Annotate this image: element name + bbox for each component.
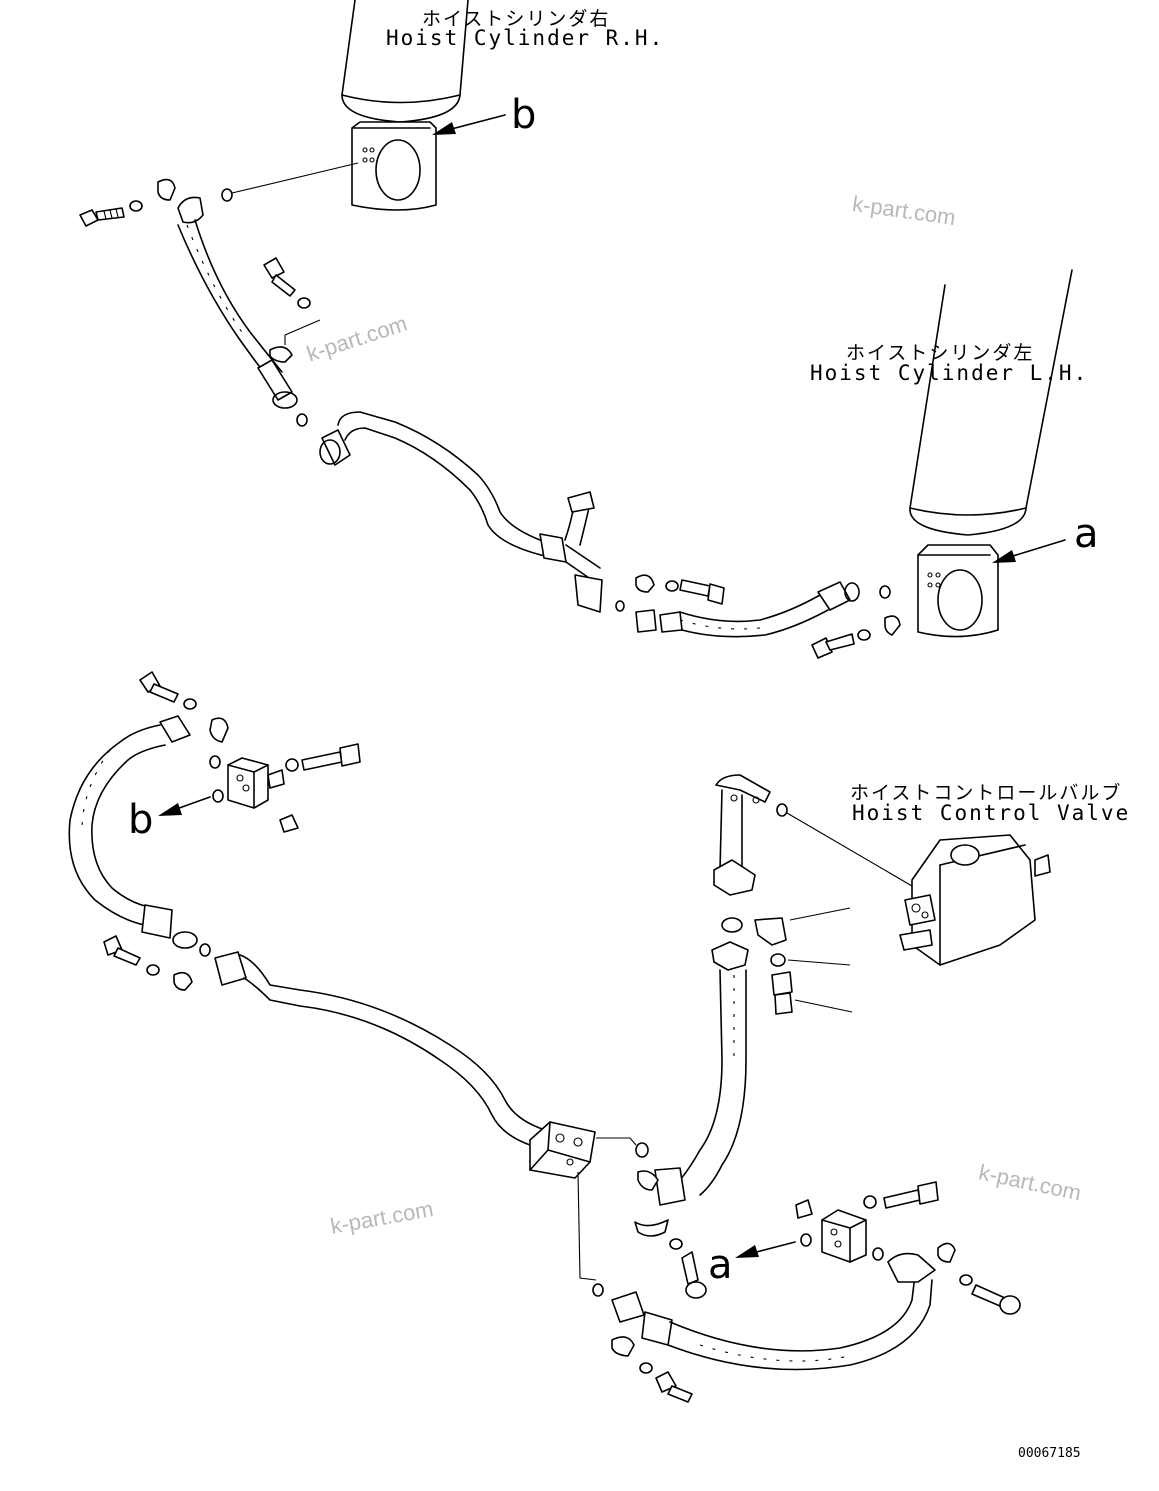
hoist-cylinder-lh	[909, 269, 1073, 638]
split-flange	[635, 574, 655, 593]
o-ring	[776, 803, 788, 817]
o-ring	[296, 413, 308, 427]
o-ring	[872, 1247, 884, 1261]
washer	[129, 200, 143, 212]
washer	[863, 1195, 877, 1209]
steel-tube-lower	[214, 951, 546, 1146]
hoist-cylinder-rh	[341, 0, 469, 211]
split-flange	[637, 1170, 659, 1191]
flange-block-a	[795, 1199, 867, 1263]
split-flange	[269, 346, 293, 363]
o-ring	[721, 917, 743, 933]
callout-a-bottom: a	[708, 1242, 733, 1288]
split-flange	[209, 717, 229, 743]
bolt	[971, 1284, 1021, 1315]
hose-rh-cylinder	[177, 219, 298, 409]
hose-left-loop	[68, 715, 198, 949]
o-ring	[592, 1283, 604, 1297]
bolt	[883, 1181, 939, 1209]
o-ring	[212, 789, 224, 803]
bolt	[681, 1251, 707, 1299]
lh-cylinder-label-jp: ホイストシリンダ左	[846, 342, 1035, 364]
flange-block-b	[227, 757, 285, 809]
callout-arrow-a-bottom	[735, 1241, 796, 1258]
washer	[669, 1238, 683, 1250]
split-flange	[634, 1219, 669, 1237]
o-ring	[615, 600, 625, 612]
bolt	[103, 935, 141, 966]
rh-cylinder-label-en: Hoist Cylinder R.H.	[386, 26, 665, 50]
hose-bottom	[611, 1252, 936, 1371]
split-flange	[937, 1242, 956, 1263]
bolt	[79, 207, 125, 227]
callout-a-top: a	[1074, 511, 1099, 557]
steel-tube-upper	[319, 411, 601, 581]
washer	[183, 698, 197, 710]
bolt	[811, 633, 855, 659]
hose-lh-cylinder	[635, 581, 860, 638]
washer	[285, 758, 299, 772]
o-ring	[800, 1233, 812, 1247]
callout-b-bottom: b	[128, 797, 154, 843]
split-flange	[173, 971, 193, 991]
bolt	[139, 671, 179, 703]
o-ring	[635, 1142, 649, 1158]
callout-arrow-b-top	[432, 114, 506, 135]
washer	[665, 580, 679, 592]
split-flange	[157, 178, 176, 201]
washer	[770, 953, 786, 967]
tee-fitting	[564, 491, 625, 613]
washer	[857, 629, 871, 641]
drawing-number: 00067185	[1018, 1446, 1081, 1461]
o-ring	[221, 188, 233, 202]
o-ring	[209, 755, 221, 769]
valve-label-jp: ホイストコントロールバルブ	[850, 782, 1123, 804]
bolt	[301, 743, 361, 771]
bolt	[679, 579, 725, 605]
o-ring	[199, 943, 211, 957]
split-flange	[611, 1336, 635, 1357]
tee-block	[529, 1121, 637, 1281]
washer	[639, 1362, 653, 1374]
lh-cylinder-label-en: Hoist Cylinder L.H.	[810, 361, 1089, 385]
hoist-control-valve	[899, 834, 1051, 966]
bolt	[655, 1371, 693, 1403]
valve-riser-tube	[713, 774, 771, 896]
valve-label-en: Hoist Control Valve	[852, 801, 1131, 825]
bolt	[263, 257, 296, 297]
o-ring	[879, 585, 891, 599]
callout-b-top: b	[511, 92, 537, 138]
washer	[297, 297, 311, 309]
washer	[959, 1274, 973, 1286]
rh-cylinder-label-jp: ホイストシリンダ右	[422, 8, 611, 30]
callout-arrow-a-top	[992, 539, 1066, 563]
washer	[146, 964, 160, 976]
bolt	[771, 971, 793, 1015]
split-flange	[754, 917, 787, 946]
split-flange	[884, 615, 901, 636]
callout-arrow-b-bottom	[158, 796, 211, 816]
hose-vertical	[654, 941, 749, 1206]
